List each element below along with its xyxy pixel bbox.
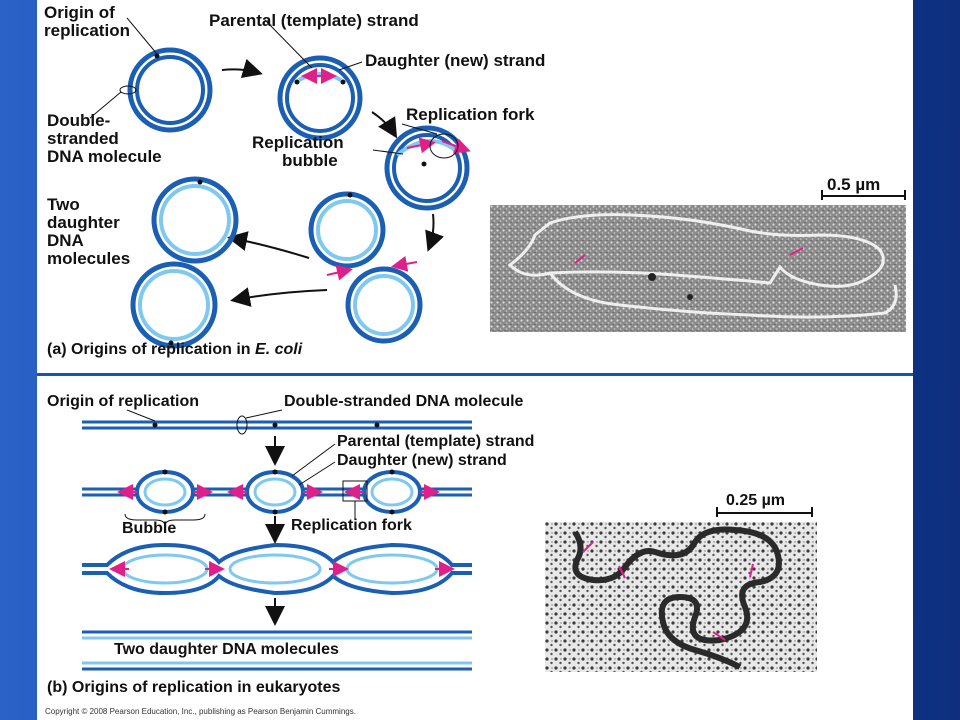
label-bubble: Bubble	[122, 520, 177, 537]
electron-micrograph-eukaryote	[545, 522, 817, 672]
label-two-daughter-molecules-b: Two daughter DNA molecules	[114, 641, 339, 658]
scale-bar-label-b: 0.25 µm	[726, 492, 786, 509]
caption-panel-b: (b) Origins of replication in eukaryotes	[47, 679, 341, 696]
daughter-circle-2	[130, 261, 218, 349]
label-parental-strand: Parental (template) strand	[209, 11, 419, 30]
label-daughter-strand-b: Daughter (new) strand	[337, 452, 507, 469]
panel-b-diagram	[82, 409, 813, 671]
circular-dna-2	[277, 55, 363, 141]
linear-dna-row-2	[82, 469, 472, 515]
linear-dna-row-3	[82, 542, 472, 596]
label-double-stranded-dna: Double- stranded DNA molecule	[47, 111, 162, 166]
linear-dna-row-1	[82, 415, 472, 435]
linear-dna-daughters	[82, 630, 472, 671]
electron-micrograph-ecoli	[490, 205, 906, 332]
label-origin-of-replication: Origin of replication	[44, 3, 130, 40]
origin-dot	[154, 53, 160, 59]
copyright-notice: Copyright © 2008 Pearson Education, Inc.…	[45, 707, 356, 716]
caption-panel-a: (a) Origins of replication in E. coli	[47, 341, 303, 358]
label-replication-fork: Replication fork	[406, 105, 535, 124]
circular-dna-1	[119, 47, 213, 133]
label-replication-fork-b: Replication fork	[291, 517, 412, 534]
label-parental-strand-b: Parental (template) strand	[337, 433, 535, 450]
circular-dna-4	[308, 191, 423, 344]
label-replication-bubble: Replication bubble	[252, 133, 344, 170]
label-daughter-strand: Daughter (new) strand	[365, 51, 546, 70]
label-two-daughter-molecules: Two daughter DNA molecules	[47, 195, 131, 268]
panel-a-diagram	[89, 17, 906, 349]
panel-divider	[37, 373, 913, 376]
scale-bar-label-a: 0.5 µm	[827, 175, 881, 194]
daughter-circle-1	[151, 176, 239, 264]
figure-panel: Origin of replication Parental (template…	[37, 0, 913, 720]
circular-dna-3	[384, 125, 471, 211]
label-double-stranded-dna-b: Double-stranded DNA molecule	[284, 393, 524, 410]
label-origin-of-replication-b: Origin of replication	[47, 393, 200, 410]
